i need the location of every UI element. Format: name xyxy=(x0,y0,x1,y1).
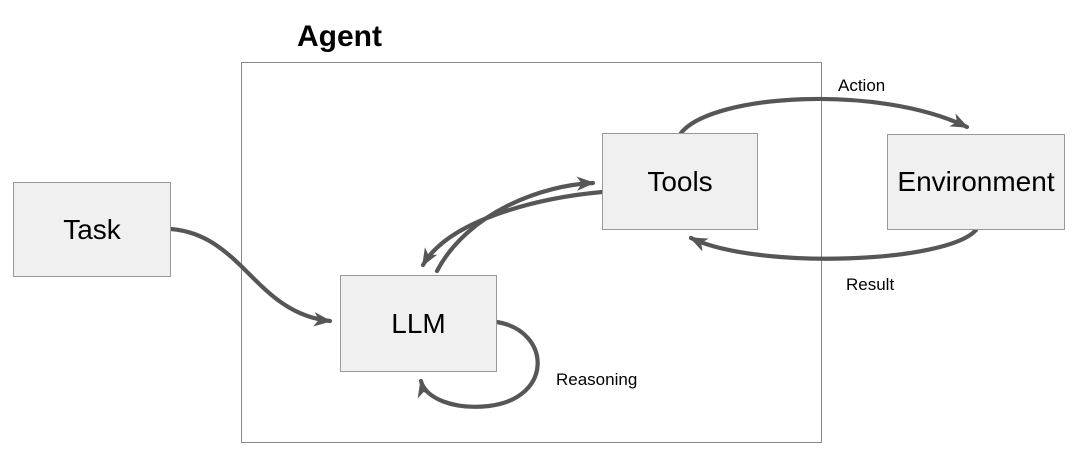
node-llm-label: LLM xyxy=(391,307,446,339)
node-environment: Environment xyxy=(887,134,1065,230)
edge-tools-to-llm xyxy=(420,189,605,268)
node-tools-label: Tools xyxy=(647,165,713,197)
edge-task-to-llm xyxy=(168,226,333,327)
node-tools: Tools xyxy=(602,133,758,230)
edge-llm-to-tools xyxy=(434,176,596,274)
node-llm: LLM xyxy=(340,275,497,372)
edge-label-reasoning: Reasoning xyxy=(556,370,638,389)
edge-llm-reasoning-self-loop xyxy=(417,319,540,409)
edge-environment-to-tools-result xyxy=(688,227,979,261)
edge-tools-to-environment-action xyxy=(678,96,970,136)
node-task-label: Task xyxy=(63,213,121,245)
agent-boundary-box xyxy=(241,62,822,443)
edge-label-result: Result xyxy=(846,275,895,294)
agent-container-title: Agent xyxy=(297,20,382,53)
node-task: Task xyxy=(13,182,171,277)
edge-label-action: Action xyxy=(838,76,886,95)
node-environment-label: Environment xyxy=(897,166,1055,197)
